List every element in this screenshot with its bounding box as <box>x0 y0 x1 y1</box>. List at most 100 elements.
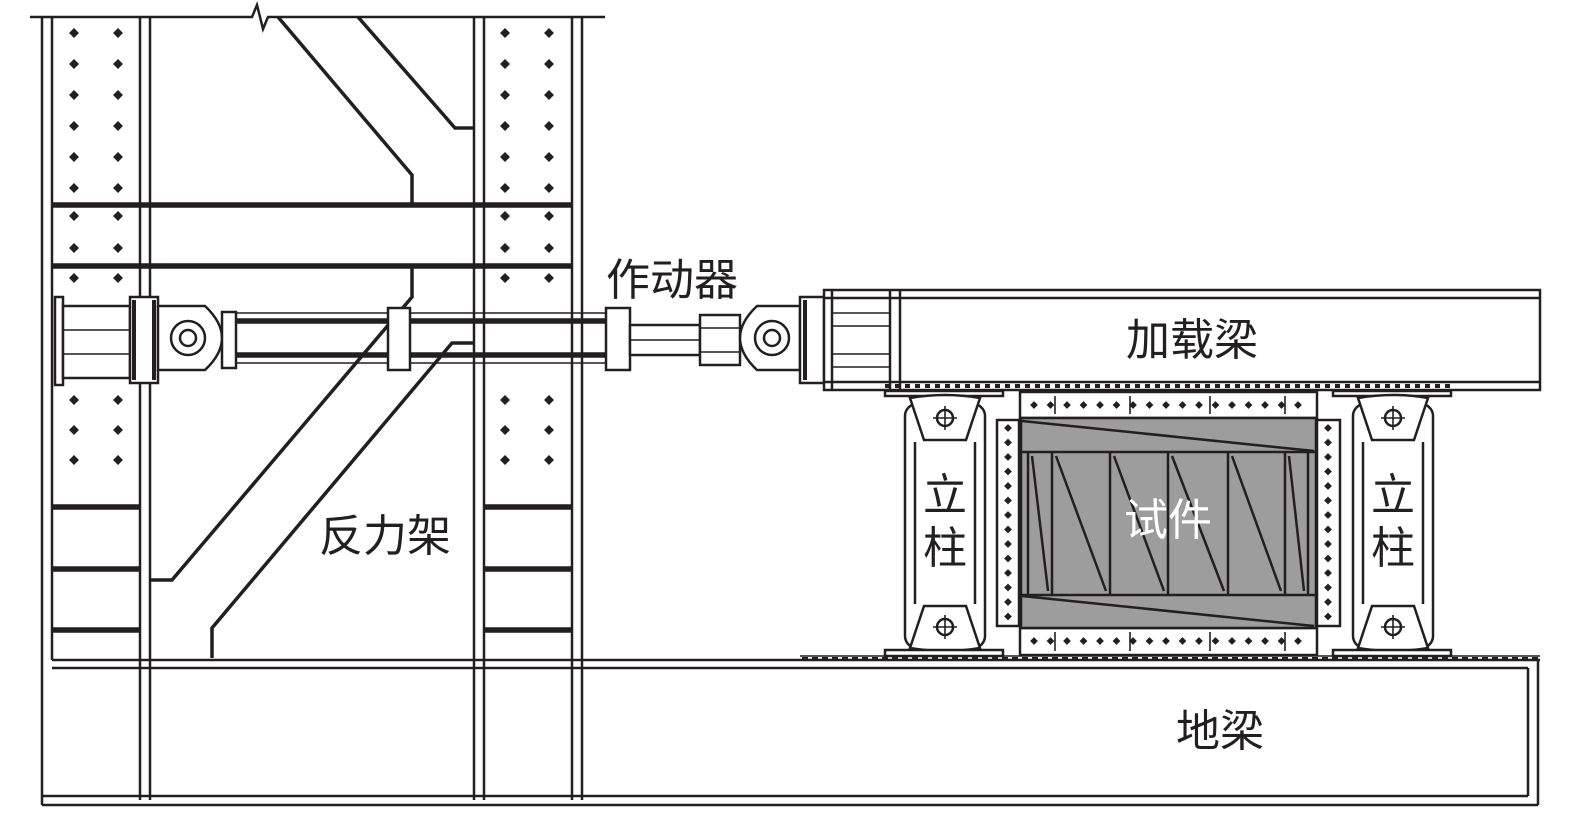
ground-bolt <box>1432 657 1438 660</box>
beam-bolt <box>995 384 1000 388</box>
column-bottom-plate <box>1331 648 1453 658</box>
beam-bolt <box>1375 384 1380 388</box>
specimen: 试件 <box>995 390 1342 657</box>
ground-bolt <box>1082 657 1088 660</box>
beam-bolt <box>1185 384 1190 388</box>
specimen-label: 试件 <box>1124 495 1212 546</box>
beam-bolt <box>1115 384 1120 388</box>
beam-bolt <box>1335 384 1340 388</box>
column-bottom-pin-cross <box>1381 615 1405 639</box>
specimen-bolt <box>1004 583 1012 592</box>
ground-bolt <box>1012 657 1018 660</box>
beam-bolt <box>1255 384 1260 388</box>
ground-bolt <box>1422 657 1428 660</box>
frame-bolt-rows <box>69 28 554 465</box>
ground-bolt <box>882 657 888 660</box>
ground-bolt <box>1392 657 1398 660</box>
specimen-bolt <box>1324 554 1332 563</box>
ground-bolt <box>872 657 878 660</box>
beam-bolt <box>1105 384 1110 388</box>
frame-bolt <box>500 152 510 162</box>
beam-bolt <box>1345 384 1350 388</box>
beam-bolt <box>1145 384 1150 388</box>
upper-brace-line <box>356 15 474 130</box>
specimen-bolt <box>1294 637 1302 645</box>
actuator-flange-bolts <box>152 300 156 380</box>
frame-bolt <box>113 211 123 221</box>
beam-bolt <box>1245 384 1250 388</box>
ground-bolt <box>1262 657 1268 660</box>
ground-bolt <box>1522 657 1528 660</box>
specimen-bolt <box>1178 637 1187 645</box>
lower-brace-line <box>210 341 474 658</box>
ground-bolt <box>1252 657 1258 660</box>
ground-bolt <box>1172 657 1178 660</box>
beam-bolt <box>1325 384 1330 388</box>
ground-bolt <box>1462 657 1468 660</box>
actuator-cylinder-head <box>604 306 632 372</box>
beam-bolt <box>1385 384 1390 388</box>
specimen-bolt <box>1004 496 1012 505</box>
ground-bolt <box>1232 657 1238 660</box>
frame-bolt <box>544 183 554 193</box>
ground-bolt <box>1142 657 1148 660</box>
ground-bolt <box>1152 657 1158 660</box>
specimen-brace <box>1170 455 1226 592</box>
actuator-rear-pin-hole <box>178 328 198 348</box>
beam-bolt <box>975 384 980 388</box>
beam-bolt <box>1155 384 1160 388</box>
ground-bolt <box>842 657 848 660</box>
frame-bolt <box>544 425 554 435</box>
frame-bolt <box>544 243 554 253</box>
specimen-bolt <box>1112 637 1121 645</box>
specimen-studs-and-braces <box>1030 452 1306 595</box>
actuator-rear-block <box>220 310 238 370</box>
beam-bolt <box>1285 384 1290 388</box>
beam-bolt <box>1275 384 1280 388</box>
beam-bolt <box>1165 384 1170 388</box>
specimen-brace <box>1054 455 1108 592</box>
ground-bolt <box>1002 657 1008 660</box>
ground-bolt <box>1442 657 1448 660</box>
specimen-brace <box>1030 455 1050 592</box>
ground-bolt <box>972 657 978 660</box>
beam-bolt <box>1235 384 1240 388</box>
beam-bolt <box>925 384 930 388</box>
beam-bolt <box>1445 384 1450 388</box>
ground-bolt <box>1322 657 1328 660</box>
beam-bolt <box>1435 384 1440 388</box>
ground-bolt <box>962 657 968 660</box>
actuator-load-cell <box>698 313 742 367</box>
ground-bolt <box>1372 657 1378 660</box>
specimen-bolt <box>1228 637 1236 645</box>
specimen-bolt <box>1004 554 1012 563</box>
frame-bolt <box>113 183 123 193</box>
ground-bolt <box>852 657 858 660</box>
specimen-bolt <box>1004 424 1012 432</box>
frame-bolt <box>544 59 554 69</box>
beam-bolt <box>1355 384 1360 388</box>
ground-bolt <box>812 657 818 660</box>
beam-bolt <box>895 384 900 388</box>
ground-bolt <box>922 657 928 660</box>
ground-bolt <box>1272 657 1278 660</box>
specimen-bolt <box>1129 637 1137 645</box>
ground-bolt <box>822 657 828 660</box>
specimen-bolt <box>1324 511 1332 519</box>
specimen-bolt <box>1004 467 1012 476</box>
beam-bolt <box>1045 384 1050 388</box>
ground-bolt <box>1302 657 1308 660</box>
specimen-bolt <box>1063 637 1071 645</box>
specimen-bolt <box>1004 525 1012 534</box>
ground-bolt <box>1492 657 1498 660</box>
frame-bolt <box>113 243 123 253</box>
ground-bolt <box>1072 657 1078 660</box>
frame-bolt <box>544 121 554 131</box>
beam-bolt <box>1055 384 1060 388</box>
ground-bolt <box>1502 657 1508 660</box>
beam-bolt <box>1425 384 1430 388</box>
actuator-connector-bolts <box>803 300 807 380</box>
beam-bolt <box>1005 384 1010 388</box>
